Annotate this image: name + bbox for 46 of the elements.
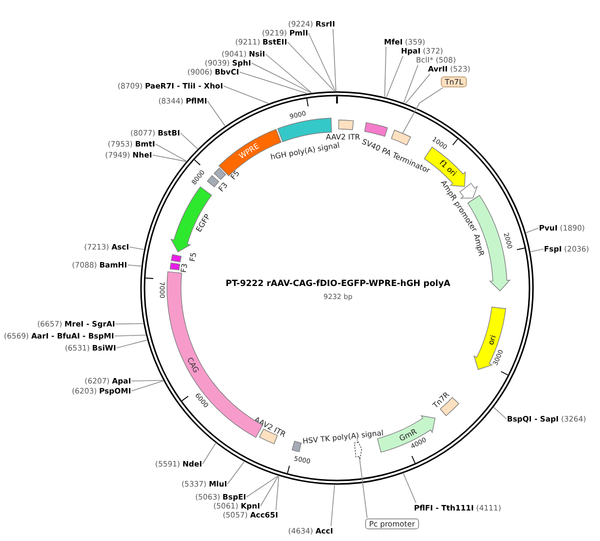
feature-box	[338, 119, 354, 131]
leader-line	[384, 46, 386, 98]
leader-line	[180, 132, 198, 150]
feature-box	[364, 122, 389, 137]
leader-line	[265, 54, 312, 94]
leader-line	[152, 154, 186, 162]
leader-line	[114, 334, 146, 336]
leader-line	[129, 246, 144, 250]
leader-line	[405, 74, 430, 104]
leader-line	[403, 64, 418, 104]
leader-line	[287, 42, 335, 92]
feature-box	[170, 251, 199, 263]
leader-line	[127, 264, 142, 266]
leader-line	[330, 484, 335, 526]
directional-feature	[459, 182, 478, 199]
leader-line	[530, 248, 544, 252]
leader-line	[202, 442, 216, 464]
leader-line	[155, 144, 187, 162]
leader-line	[131, 380, 164, 382]
feature-box	[206, 175, 230, 194]
leader-line	[403, 473, 416, 504]
leader-line	[493, 406, 507, 420]
leader-line	[131, 380, 164, 392]
leader-line	[207, 100, 226, 126]
leader-line	[260, 476, 279, 506]
leader-line	[308, 32, 336, 92]
leader-line	[526, 228, 539, 234]
feature-box	[169, 262, 190, 274]
leader-line	[115, 323, 144, 324]
directional-feature	[473, 306, 507, 370]
leader-line	[386, 56, 404, 98]
feature-box	[390, 129, 412, 146]
feature-box	[291, 440, 302, 453]
leader-line	[223, 86, 269, 104]
leader-line	[276, 476, 280, 510]
leader-line	[332, 28, 336, 92]
leader-line	[402, 87, 444, 134]
leader-line	[239, 72, 308, 94]
feature-box	[213, 167, 242, 182]
plasmid-name: PT-9222 rAAV-CAG-fDIO-EGFP-WPRE-hGH polyA	[226, 278, 450, 290]
leader-line	[116, 340, 148, 348]
directional-feature	[170, 186, 213, 253]
leader-line	[246, 476, 278, 498]
leader-line	[227, 461, 245, 484]
leader-line	[251, 62, 312, 94]
leader-line	[358, 456, 368, 518]
